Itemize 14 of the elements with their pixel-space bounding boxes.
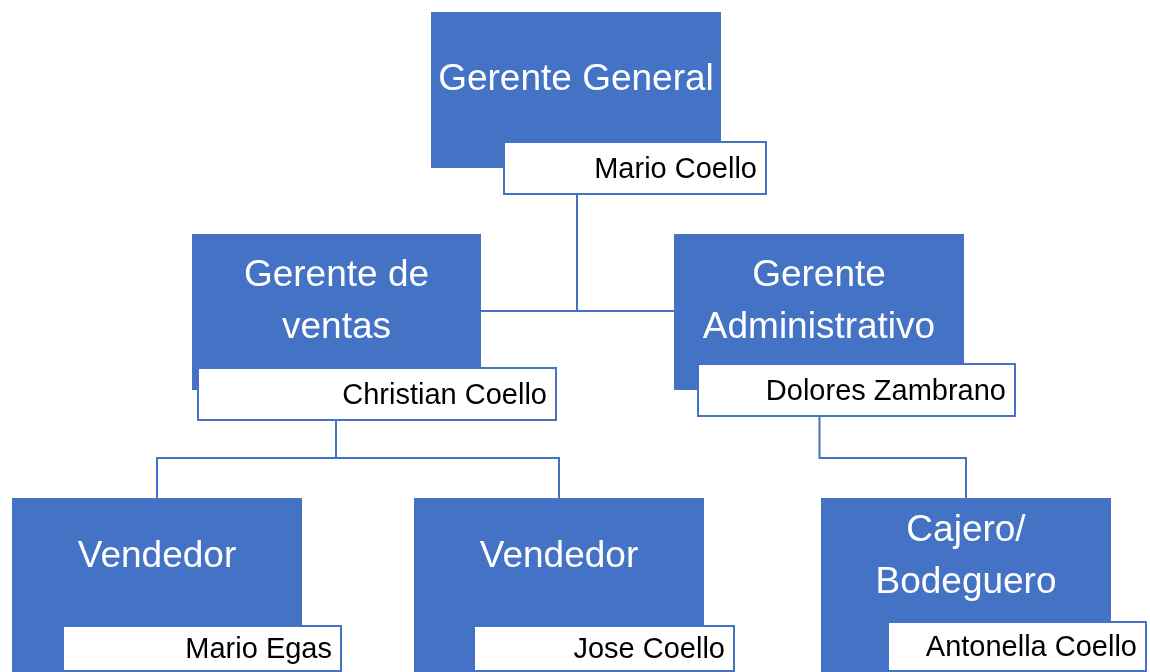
position-title: Cajero/ Bodeguero bbox=[874, 507, 1058, 603]
position-title: Vendedor bbox=[77, 533, 237, 578]
connector-line bbox=[576, 194, 675, 312]
name-tag: Mario Egas bbox=[62, 625, 342, 672]
position-title: Gerente General bbox=[438, 56, 714, 101]
position-title: Gerente de ventas bbox=[242, 252, 431, 348]
name-tag: Dolores Zambrano bbox=[697, 363, 1016, 417]
name-tag: Mario Coello bbox=[503, 141, 767, 195]
position-title: Vendedor bbox=[479, 533, 639, 578]
position-title: Gerente Administrativo bbox=[701, 252, 937, 348]
name-tag: Antonella Coello bbox=[887, 621, 1147, 672]
name-tag: Christian Coello bbox=[197, 367, 557, 421]
connector-line bbox=[818, 416, 967, 499]
name-tag: Jose Coello bbox=[473, 625, 735, 672]
